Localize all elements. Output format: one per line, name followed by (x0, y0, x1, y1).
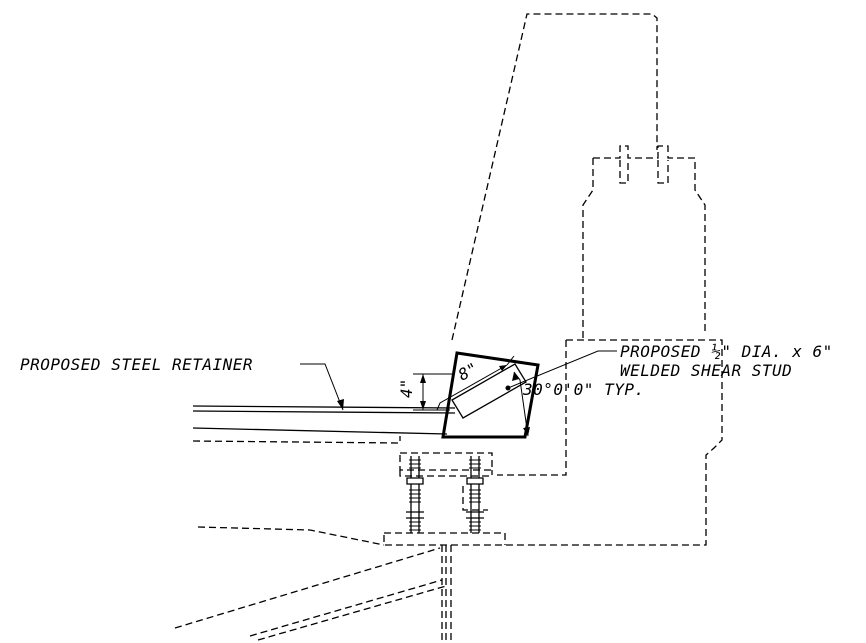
dimension-4in (413, 373, 455, 411)
anchor-bolt-right (466, 456, 484, 533)
shear-stud-label-line1: PROPOSED ½" DIA. x 6" (620, 342, 833, 361)
dimension-8in (436, 355, 515, 411)
retainer-leader (300, 363, 344, 411)
length-dimension-label: 8" (455, 359, 481, 385)
angle-label: 30°0'0" TYP. (522, 380, 645, 399)
dashed-bearing-block (582, 145, 706, 340)
stud-leader (507, 350, 617, 389)
anchor-bolt-left (406, 456, 424, 533)
bearing-plate-and-bolts (384, 452, 506, 545)
retainer-label: PROPOSED STEEL RETAINER (20, 355, 253, 374)
lower-dashed-lines (174, 526, 452, 641)
shear-stud-label-line2: WELDED SHEAR STUD (620, 361, 792, 380)
girder-flange (192, 405, 456, 444)
upper-dashed-outline (451, 13, 658, 341)
dashed-right-step (383, 339, 723, 546)
height-dimension-label: 4" (397, 379, 416, 398)
steel-retainer-plate (441, 351, 540, 439)
angle-dimension (512, 371, 530, 437)
